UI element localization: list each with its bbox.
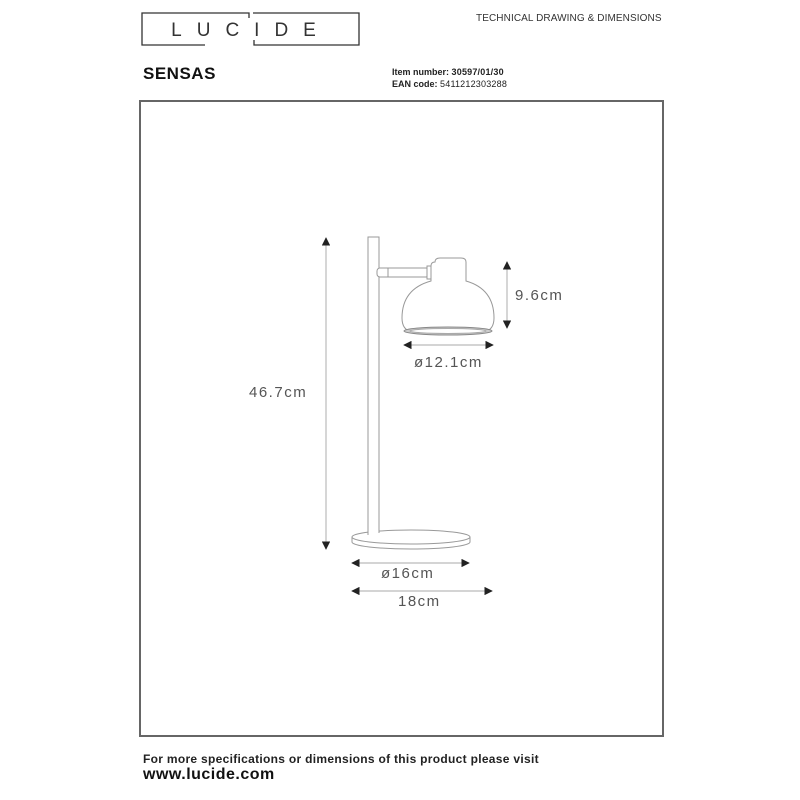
shade-height-label: 9.6cm — [515, 287, 564, 304]
ean-row: EAN code: 5411212303288 — [392, 78, 507, 90]
lamp-arm — [376, 265, 434, 280]
ean-value: 5411212303288 — [440, 79, 508, 89]
website-link[interactable]: www.lucide.com — [143, 766, 275, 783]
document-type: TECHNICAL DRAWING & DIMENSIONS — [476, 13, 662, 24]
product-name: SENSAS — [143, 64, 216, 83]
item-number-row: Item number: 30597/01/30 — [392, 66, 507, 78]
lamp-base — [351, 520, 471, 550]
ean-label: EAN code: — [392, 79, 438, 89]
item-number-value: 30597/01/30 — [451, 67, 504, 77]
shade-diameter-label: ø12.1cm — [414, 354, 483, 371]
total-height-label: 46.7cm — [249, 384, 308, 401]
footer-text: For more specifications or dimensions of… — [143, 752, 539, 766]
dimension-lines — [321, 237, 512, 596]
brand-text: LUCIDE — [171, 20, 331, 41]
lamp-shade — [401, 257, 495, 336]
product-meta: Item number: 30597/01/30 EAN code: 54112… — [392, 66, 507, 90]
drawing-frame — [139, 100, 664, 737]
base-diameter-label: ø16cm — [381, 565, 435, 582]
total-width-label: 18cm — [398, 593, 441, 610]
lamp-pole — [367, 236, 380, 534]
item-number-label: Item number: — [392, 67, 450, 77]
lucide-logo: LUCIDE — [141, 12, 360, 46]
